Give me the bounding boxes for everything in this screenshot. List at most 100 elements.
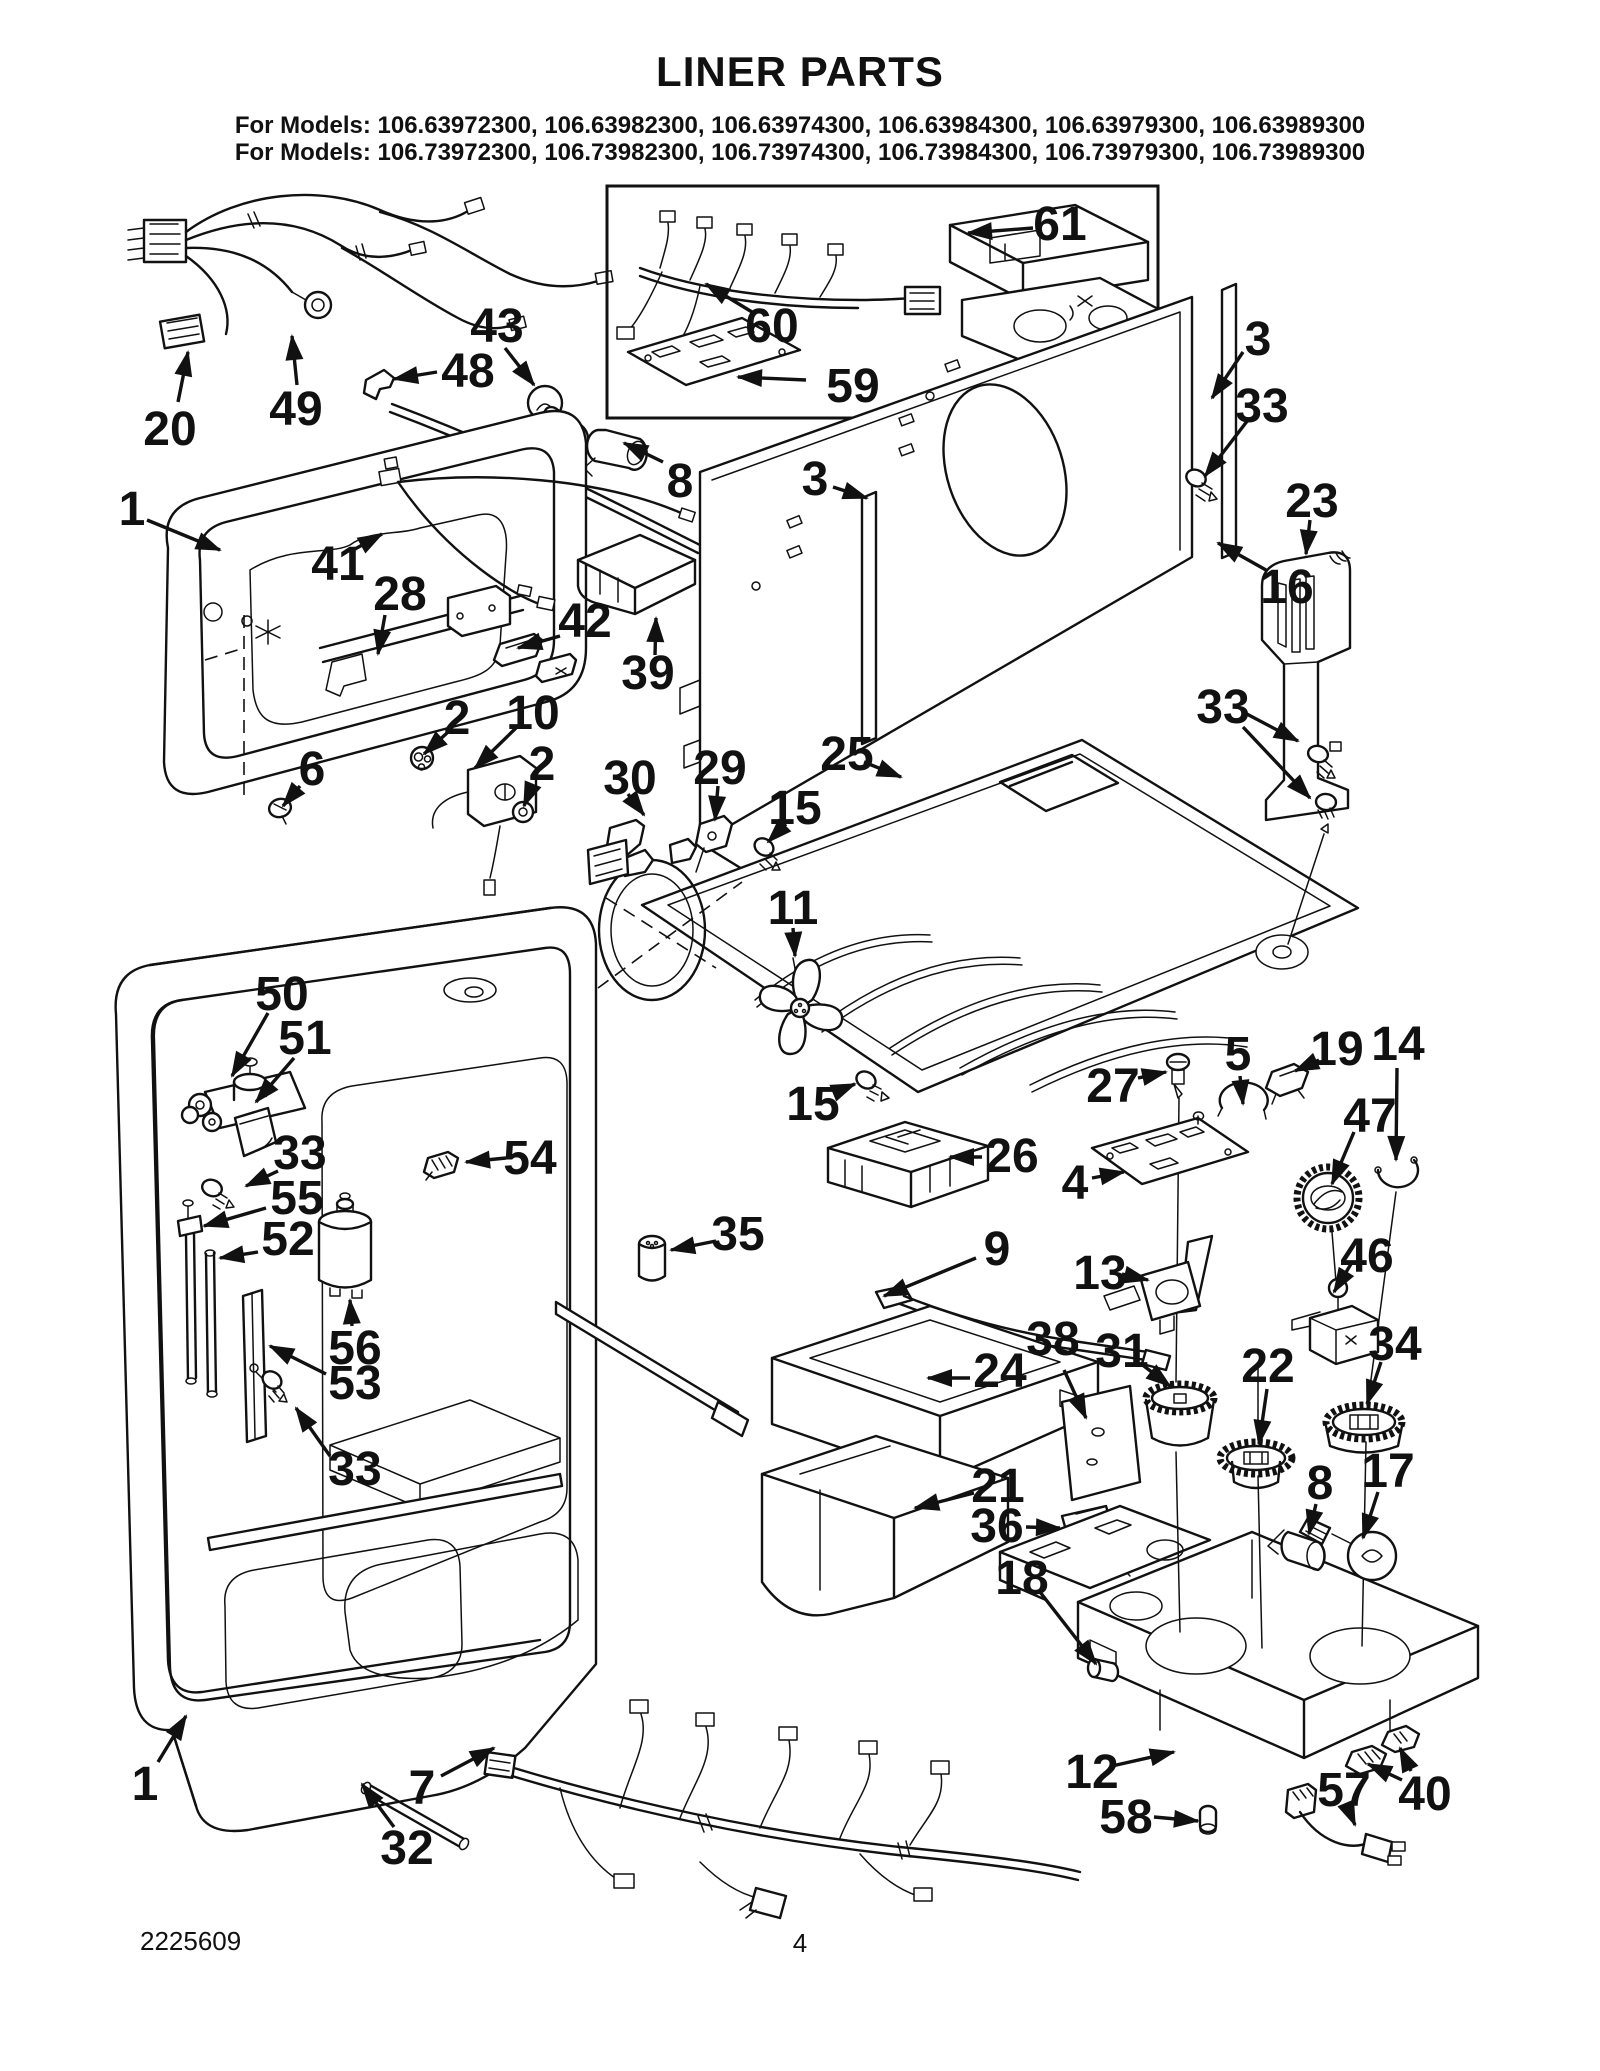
callout-label: 47 xyxy=(1343,1090,1396,1143)
callout-34-47: 34 xyxy=(1365,1318,1422,1406)
callout-label: 34 xyxy=(1368,1318,1422,1371)
callout-arrow xyxy=(516,632,561,651)
jumper-wire-57 xyxy=(1284,1782,1406,1866)
fan-blade-11 xyxy=(758,957,844,1056)
callout-arrow xyxy=(285,334,304,386)
callout-29-23: 29 xyxy=(693,742,747,822)
callout-18-35: 18 xyxy=(995,1552,1098,1666)
callout-50-54: 50 xyxy=(230,968,309,1078)
callout-arrow xyxy=(708,785,727,822)
callout-57-52: 57 xyxy=(1317,1764,1371,1827)
callout-label: 31 xyxy=(1095,1325,1148,1378)
callout-label: 8 xyxy=(667,455,694,508)
callout-21-33: 21 xyxy=(913,1460,1025,1513)
callout-arrow xyxy=(966,222,1034,241)
callout-1-13: 1 xyxy=(119,483,222,552)
callout-label: 33 xyxy=(328,1443,381,1496)
callout-arrow xyxy=(1138,1361,1172,1388)
evaporator-panel-16 xyxy=(679,282,1238,914)
callout-label: 18 xyxy=(995,1552,1048,1605)
callout-label: 54 xyxy=(503,1132,557,1185)
callout-label: 23 xyxy=(1285,475,1338,528)
callout-arrow xyxy=(1121,1265,1150,1284)
callout-54-59: 54 xyxy=(464,1132,557,1185)
c-ring-14 xyxy=(1376,1158,1420,1189)
wire-41 xyxy=(378,456,696,612)
callout-8-48: 8 xyxy=(1305,1457,1334,1536)
callout-1-65: 1 xyxy=(132,1714,188,1811)
screw-15b xyxy=(855,1070,890,1102)
clip-51 xyxy=(233,1106,278,1158)
callout-49-1: 49 xyxy=(269,334,323,436)
callout-arrow xyxy=(244,1167,279,1188)
callout-label: 22 xyxy=(1241,1340,1294,1393)
callout-arrow xyxy=(646,616,665,656)
callout-label: 8 xyxy=(1307,1457,1334,1510)
plate-38 xyxy=(1060,1384,1142,1502)
callout-label: 26 xyxy=(985,1130,1038,1183)
callout-10-19: 10 xyxy=(473,687,560,770)
page-title: LINER PARTS xyxy=(656,48,944,95)
callout-arrow xyxy=(622,441,664,464)
callout-arrow xyxy=(1153,1809,1200,1828)
callout-label: 48 xyxy=(441,345,494,398)
water-system-parts xyxy=(176,1057,667,1444)
callout-arrow xyxy=(1091,1167,1126,1186)
shelf-rail xyxy=(554,1300,750,1438)
callout-58-51: 58 xyxy=(1099,1791,1200,1844)
callout-arrow xyxy=(1062,1369,1088,1420)
control-assembly xyxy=(998,1052,1480,1866)
freezer-liner-1 xyxy=(162,409,697,896)
callout-label: 50 xyxy=(255,968,308,1021)
callout-arrow xyxy=(1299,519,1318,556)
callout-arrow xyxy=(1330,1131,1356,1186)
callout-label: 60 xyxy=(745,300,798,353)
fill-tube-55 xyxy=(176,1199,204,1385)
callout-arrow xyxy=(1210,351,1245,400)
callout-42-16: 42 xyxy=(516,595,612,651)
callout-16-11: 16 xyxy=(1216,541,1314,614)
callout-arrow xyxy=(281,781,306,808)
callout-31-45: 31 xyxy=(1095,1325,1172,1388)
callout-label: 42 xyxy=(558,595,611,648)
callout-arrow xyxy=(829,1082,857,1102)
callout-arrow xyxy=(464,1150,507,1169)
wiring-harness-7 xyxy=(483,1699,1082,1920)
callout-33-56: 33 xyxy=(244,1127,327,1188)
callout-arrow xyxy=(522,780,542,808)
callout-35-30: 35 xyxy=(669,1208,765,1261)
callout-arrow xyxy=(1203,418,1250,478)
callout-arrow xyxy=(1293,1052,1321,1073)
callout-22-46: 22 xyxy=(1241,1340,1295,1446)
screw-27 xyxy=(1165,1052,1191,1099)
callout-arrow xyxy=(354,532,384,554)
callout-arrow xyxy=(230,1012,270,1078)
callout-arrow xyxy=(832,482,869,500)
callout-label: 6 xyxy=(299,743,326,796)
callout-arrow xyxy=(766,818,792,844)
callout-label: 38 xyxy=(1026,1313,1079,1366)
callout-51-55: 51 xyxy=(254,1012,332,1104)
bracket-29 xyxy=(694,814,734,873)
callout-arrow xyxy=(736,369,807,388)
callout-label: 14 xyxy=(1371,1018,1425,1071)
callout-12-50: 12 xyxy=(1065,1746,1176,1799)
callout-30-22: 30 xyxy=(603,752,657,817)
callout-arrow xyxy=(1365,1361,1384,1406)
callout-label: 55 xyxy=(270,1172,323,1225)
models-line-1: For Models: 106.63972300, 106.63982300, … xyxy=(234,112,1366,139)
callout-arrow xyxy=(373,614,392,656)
thermostat-10 xyxy=(431,754,538,896)
callout-28-15: 28 xyxy=(373,568,427,656)
callout-55-57: 55 xyxy=(202,1172,324,1228)
callout-47-40: 47 xyxy=(1330,1090,1397,1186)
callout-arrow xyxy=(1366,1762,1403,1783)
callout-arrow xyxy=(503,346,536,387)
harness-60 xyxy=(616,210,942,355)
callout-arrow xyxy=(1361,1491,1380,1540)
callout-43-3: 43 xyxy=(470,300,536,387)
refrigerator-liner-1 xyxy=(114,906,750,1833)
callout-label: 53 xyxy=(328,1357,381,1410)
trim-strip-3-right xyxy=(1220,282,1238,560)
callout-label: 3 xyxy=(802,453,829,506)
